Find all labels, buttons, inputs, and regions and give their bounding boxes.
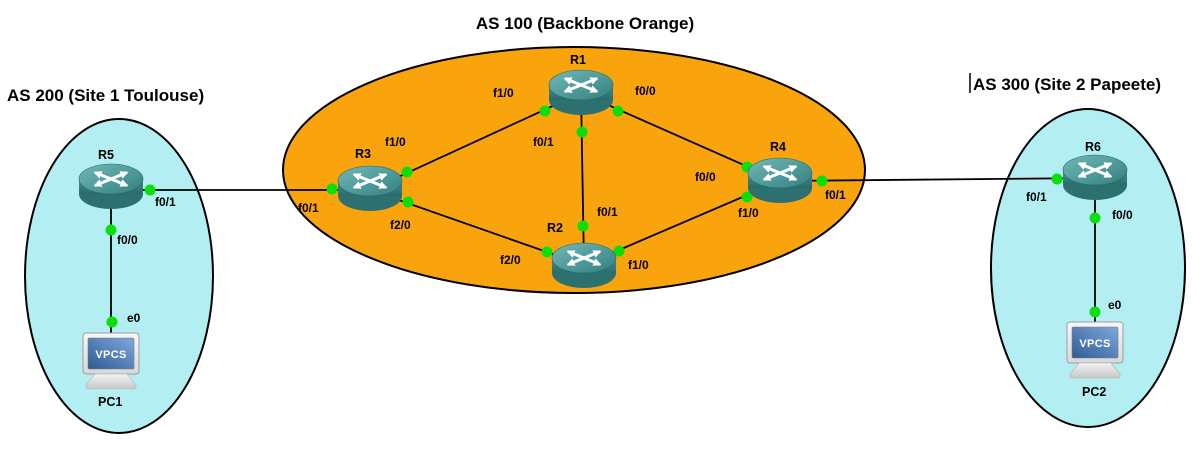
status-dot-r1-f1-0 <box>539 105 551 117</box>
if-label-pc2-e0: e0 <box>1108 298 1122 312</box>
status-dot-r3-f0-1 <box>326 183 338 195</box>
if-label-r5-f0-1: f0/1 <box>155 195 176 209</box>
if-label-pc1-e0: e0 <box>127 311 141 325</box>
pc1-base <box>85 373 137 390</box>
status-dot-r3-f1-0 <box>401 166 413 178</box>
router-r1-icon[interactable] <box>549 70 613 115</box>
router-r3-label: R3 <box>355 147 371 161</box>
pc1-screen-text: VPCS <box>95 349 126 361</box>
pc1-icon[interactable]: VPCS <box>82 332 140 390</box>
if-label-r6-f0-0: f0/0 <box>1112 208 1133 222</box>
if-label-r6-f0-1: f0/1 <box>1026 190 1047 204</box>
if-label-r1-f0-1: f0/1 <box>533 135 554 149</box>
pc2-screen <box>1071 326 1119 359</box>
if-label-r2-f1-0: f1/0 <box>628 258 649 272</box>
status-dot-r2-f1-0 <box>613 245 625 257</box>
if-label-r4-f0-1: f0/1 <box>825 188 846 202</box>
as200-title: AS 200 (Site 1 Toulouse) <box>7 86 204 105</box>
status-dot-r1-f0-1 <box>576 126 588 138</box>
router-r3-icon[interactable] <box>338 166 402 211</box>
status-dot-r4-f0-1 <box>816 175 828 187</box>
if-label-r3-f2-0: f2/0 <box>390 218 411 232</box>
if-label-r4-f1-0: f1/0 <box>738 206 759 220</box>
as100-title: AS 100 (Backbone Orange) <box>476 14 694 33</box>
as200-site-ellipse[interactable] <box>24 118 214 434</box>
pc2-base <box>1069 362 1121 379</box>
pc1-label: PC1 <box>98 395 122 409</box>
status-dot-pc2-e0 <box>1089 306 1101 318</box>
router-r6-icon[interactable] <box>1063 155 1127 200</box>
pc1-screen <box>87 337 135 370</box>
if-label-r4-f0-0: f0/0 <box>695 170 716 184</box>
status-dot-r5-f0-1 <box>144 184 156 196</box>
status-dot-r3-f2-0 <box>402 196 414 208</box>
as300-title: AS 300 (Site 2 Papeete) <box>973 75 1161 94</box>
if-label-r2-f2-0: f2/0 <box>500 253 521 267</box>
pc2-icon[interactable]: VPCS <box>1066 321 1124 379</box>
status-dot-r6-f0-1 <box>1051 173 1063 185</box>
router-r5-icon[interactable] <box>79 164 143 209</box>
router-r2-icon[interactable] <box>552 243 616 288</box>
if-label-r3-f0-1: f0/1 <box>298 201 319 215</box>
router-r2-label: R2 <box>547 221 563 235</box>
if-label-r1-f1-0: f1/0 <box>493 86 514 100</box>
if-label-r2-f0-1: f0/1 <box>597 205 618 219</box>
if-label-r1-f0-0: f0/0 <box>635 84 656 98</box>
if-label-r3-f1-0: f1/0 <box>385 135 406 149</box>
pc2-screen-text: VPCS <box>1079 338 1110 350</box>
link-r4-r6[interactable] <box>779 177 1096 182</box>
router-r5-label: R5 <box>98 148 114 162</box>
pc2-label: PC2 <box>1082 385 1106 399</box>
router-r1-label: R1 <box>570 53 586 67</box>
link-r1-r2[interactable] <box>580 92 585 266</box>
status-dot-r1-f0-0 <box>612 105 624 117</box>
status-dot-r2-f2-0 <box>541 246 553 258</box>
router-r4-label: R4 <box>770 140 786 154</box>
if-label-r5-f0-0: f0/0 <box>117 233 138 247</box>
status-dot-r5-f0-0 <box>105 224 117 236</box>
router-r4-icon[interactable] <box>748 158 812 203</box>
as300-site-ellipse[interactable] <box>990 108 1186 428</box>
status-dot-r4-f1-0 <box>741 191 753 203</box>
status-dot-r2-f0-1 <box>577 220 589 232</box>
status-dot-pc1-e0 <box>106 316 118 328</box>
router-r6-label: R6 <box>1085 140 1101 154</box>
status-dot-r6-f0-0 <box>1089 212 1101 224</box>
as100-backbone-ellipse[interactable] <box>282 46 866 294</box>
